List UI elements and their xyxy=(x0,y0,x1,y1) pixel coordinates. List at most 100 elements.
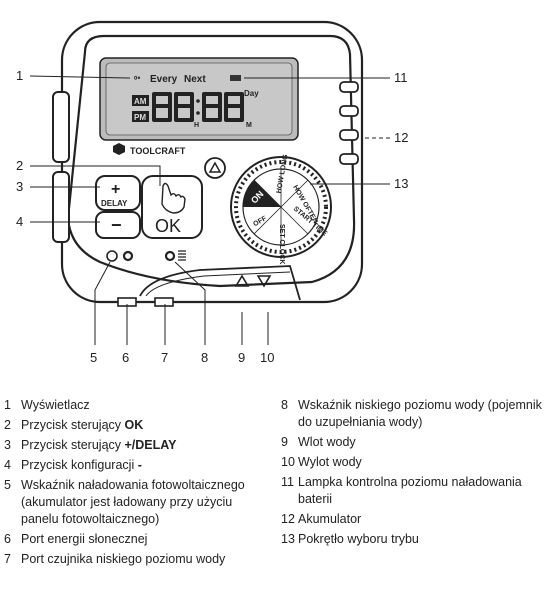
legend-text: Przycisk sterujący OK xyxy=(21,418,144,432)
legend-number: 4 xyxy=(4,458,11,472)
callout-11: 11 xyxy=(394,70,408,85)
sensor-port xyxy=(154,297,174,307)
legend-number: 7 xyxy=(4,552,11,566)
lcd-digits xyxy=(152,92,244,122)
callout-9: 9 xyxy=(238,350,245,365)
droplet-icon: ⁰ᐤ xyxy=(134,75,140,84)
leader-lines xyxy=(29,75,390,345)
legend-text: Akumulator xyxy=(298,512,362,526)
callout-1: 1 xyxy=(16,68,23,83)
battery-rib xyxy=(339,153,359,165)
legend-number: 1 xyxy=(4,398,11,412)
legend-item: 1 Wyświetlacz xyxy=(4,397,266,414)
legend-number: 3 xyxy=(4,438,11,452)
callout-13: 13 xyxy=(394,176,408,191)
legend-item: 4 Przycisk konfiguracji - xyxy=(4,457,266,474)
ok-label: OK xyxy=(155,216,181,236)
legend-text: Wskaźnik naładowania fotowoltaicznego (a… xyxy=(21,478,245,526)
up-arrow-icon xyxy=(234,274,250,287)
legend-number: 8 xyxy=(281,398,288,412)
legend-item: 3 Przycisk sterujący +/DELAY xyxy=(4,437,266,454)
lcd-h: H xyxy=(194,122,199,129)
lcd-colon xyxy=(196,99,200,103)
left-grip-upper xyxy=(52,91,70,163)
solar-indicator-icon xyxy=(106,250,118,262)
battery-rib xyxy=(339,129,359,141)
legend-text: Lampka kontrolna poziomu naładowania bat… xyxy=(298,475,522,506)
battery-indicator-icon xyxy=(230,75,241,81)
lcd-pm-box xyxy=(132,111,149,122)
callout-8: 8 xyxy=(201,350,208,365)
legend-item: 2 Przycisk sterujący OK xyxy=(4,417,266,434)
lcd-day: Day xyxy=(244,89,259,98)
legend-right: 8 Wskaźnik niskiego poziomu wody (pojemni… xyxy=(281,397,549,551)
toolcraft-logo-icon xyxy=(113,143,125,155)
down-arrow-icon xyxy=(256,275,272,288)
minus-label: − xyxy=(111,215,122,235)
low-water-indicator-icon xyxy=(164,250,176,262)
mode-dial[interactable]: ON OFF HOW LONG HOW OFTEN START TIME SET… xyxy=(230,153,332,264)
lcd-every: Every xyxy=(150,74,178,85)
lcd-am: AM xyxy=(134,97,147,106)
lcd-colon xyxy=(196,111,200,115)
callout-12: 12 xyxy=(394,130,408,145)
dial-on-segment xyxy=(242,180,281,207)
delay-button[interactable]: + DELAY xyxy=(95,175,141,211)
callout-2: 2 xyxy=(16,158,23,173)
legend-item: 6 Port energii słonecznej xyxy=(4,531,266,548)
legend-text: Wlot wody xyxy=(298,435,356,449)
legend-item: 11 Lampka kontrolna poziomu naładowania b… xyxy=(281,474,549,508)
lcd-m: M xyxy=(246,122,252,129)
legend-item: 8 Wskaźnik niskiego poziomu wody (pojemni… xyxy=(281,397,549,431)
solar-port-icon xyxy=(122,250,134,262)
callout-4: 4 xyxy=(16,214,23,229)
legend-bold-term: +/DELAY xyxy=(124,438,177,452)
lcd-am-box xyxy=(132,95,149,106)
legend-text: Wskaźnik niskiego poziomu wody (pojemnik… xyxy=(298,398,542,429)
delay-plus-label: + xyxy=(111,181,120,198)
legend-text: Pokrętło wyboru trybu xyxy=(298,532,419,546)
callout-5: 5 xyxy=(90,350,97,365)
brand-label: TOOLCRAFT xyxy=(130,146,186,156)
callout-3: 3 xyxy=(16,179,23,194)
minus-button[interactable]: − xyxy=(95,211,141,239)
legend-number: 10 xyxy=(281,455,295,469)
legend-number: 11 xyxy=(281,475,294,489)
legend-text: Przycisk konfiguracji - xyxy=(21,458,142,472)
legend-bold-term: - xyxy=(137,458,142,472)
legend-text: Port energii słonecznej xyxy=(21,532,148,546)
water-level-icon xyxy=(178,250,186,261)
callout-6: 6 xyxy=(122,350,129,365)
legend-number: 5 xyxy=(4,478,11,492)
legend-number: 6 xyxy=(4,532,11,546)
legend-number: 2 xyxy=(4,418,11,432)
lcd-pm: PM xyxy=(134,113,146,122)
battery-rib xyxy=(339,81,359,93)
legend-text: Wylot wody xyxy=(298,455,362,469)
lower-lid xyxy=(139,265,301,301)
hand-icon xyxy=(161,182,186,214)
left-grip-lower xyxy=(52,171,70,243)
triangle-indicator-icon xyxy=(204,157,226,179)
callout-7: 7 xyxy=(161,350,168,365)
callout-10: 10 xyxy=(260,350,274,365)
ok-button[interactable]: OK xyxy=(141,175,203,239)
legend-text: Wyświetlacz xyxy=(21,398,90,412)
lower-lid-inner xyxy=(145,271,291,297)
legend-item: 7 Port czujnika niskiego poziomu wody xyxy=(4,551,266,568)
device-diagram: ⁰ᐤ Every Next Day AM PM H M TOOLCRAFT + … xyxy=(16,20,408,365)
legend-text: Przycisk sterujący +/DELAY xyxy=(21,438,177,452)
legend-bold-term: OK xyxy=(124,418,144,432)
delay-label: DELAY xyxy=(101,199,128,208)
lcd-next: Next xyxy=(184,74,206,85)
battery-rib xyxy=(339,105,359,117)
legend-number: 13 xyxy=(281,532,295,546)
legend-item: 5 Wskaźnik naładowania fotowoltaicznego (… xyxy=(4,477,266,528)
legend-text: Port czujnika niskiego poziomu wody xyxy=(21,552,226,566)
dial-set-clock: SET CLOCK xyxy=(278,224,285,264)
